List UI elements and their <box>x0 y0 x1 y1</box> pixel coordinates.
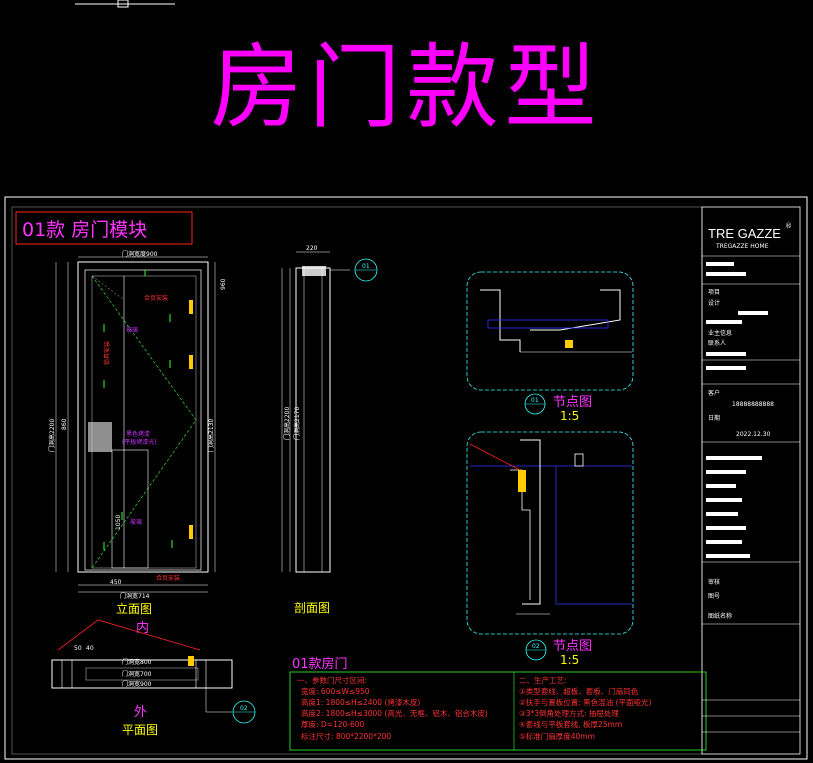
node2-scale: 1:5 <box>560 653 579 667</box>
section-callout-01: 01 <box>362 263 370 270</box>
section-top-dim: 220 <box>306 245 318 252</box>
section-caption: 剖面图 <box>294 601 330 615</box>
section-view: 220 门洞高2200 门洞高2170 01 剖面图 <box>281 245 378 615</box>
spec-right-line-3: ③3*3倒角处理方式: 抽屉处理 <box>519 708 619 718</box>
elevation-left-small: 860 <box>61 418 68 430</box>
plan-left-dim2: 40 <box>86 645 94 652</box>
plan-view: 内 门洞宽800 门洞宽700 门洞宽900 50 40 02 外 平面图 <box>51 619 256 737</box>
tb-row-5: 日期 <box>708 414 720 422</box>
plan-inside-label: 内 <box>136 620 149 636</box>
title-block-content: TRE GAZZE ® TREGAZZE HOME 项目 设计 业主信息 联系人… <box>702 222 800 733</box>
spec-left-line-1: 宽度: 600≤W≤950 <box>301 686 370 696</box>
plan-outside-label: 外 <box>134 705 147 720</box>
spec-left-line-4: 厚度: D=120-600 <box>301 719 365 729</box>
tb-row-6: 审核 <box>708 578 720 586</box>
section-height-right: 门洞高2170 <box>293 407 301 440</box>
elevation-right-height: 门洞高2130 <box>207 419 215 452</box>
elevation-hinge-top: 合页安装 <box>144 294 168 302</box>
spec-right-title: 二、生产工艺: <box>519 675 567 685</box>
spec-left-line-2: 高度1: 1800≤H≤2400 (烤漆木皮) <box>301 697 420 707</box>
elevation-bottom-left: 450 <box>110 579 122 586</box>
elevation-view: 门洞宽度900 门洞高2200 860 门洞高2130 960 1050 450… <box>48 250 227 616</box>
svg-text:®: ® <box>785 222 792 230</box>
node2-caption: 节点图 <box>553 639 592 654</box>
plan-callout-02: 02 <box>240 705 248 712</box>
elevation-glass2-label: 玻璃 <box>130 518 142 526</box>
tb-row-1: 设计 <box>708 299 720 307</box>
plan-width-1: 门洞宽800 <box>122 658 152 666</box>
brand-logo-sub: TREGAZZE HOME <box>715 243 769 250</box>
elevation-bottom-dim: 门洞宽714 <box>120 592 150 600</box>
spec-block: 01款房门 一、参数门尺寸区间: 宽度: 600≤W≤950 高度1: 1800… <box>289 656 707 751</box>
node1-caption: 节点图 <box>553 395 592 410</box>
spec-heading: 01款房门 <box>292 656 348 672</box>
section-height-left: 门洞高2200 <box>283 407 291 440</box>
node-detail-2: 02 节点图 1:5 <box>466 431 634 667</box>
tb-row-3: 联系人 <box>708 339 726 347</box>
tb-row-8: 图纸名称 <box>708 612 732 620</box>
node2-tag: 02 <box>532 643 540 650</box>
spec-left-title: 一、参数门尺寸区间: <box>297 675 367 685</box>
spec-left-line-3: 高度2: 1800≤H≤3000 (高光、无框、铝木、铝合木皮) <box>301 708 488 718</box>
spec-left-line-5: 标注尺寸: 800*2200*200 <box>301 731 391 741</box>
elevation-caption: 立面图 <box>116 601 152 616</box>
title-block <box>701 206 801 755</box>
elevation-right-small: 960 <box>220 278 227 290</box>
node1-scale: 1:5 <box>560 409 579 423</box>
elevation-lock-label: 锁具安装 <box>103 341 111 365</box>
node-detail-1: 01 节点图 1:5 <box>466 271 634 423</box>
plan-width-3: 门洞宽900 <box>122 680 152 688</box>
tb-code: 18888888888 <box>732 401 774 408</box>
elevation-panel-note: 黑色烤漆 <box>126 430 150 438</box>
sheet-frame <box>4 196 808 760</box>
tb-row-2: 业主信息 <box>708 329 732 337</box>
elevation-glass-label: 玻璃 <box>126 326 138 334</box>
spec-right-line-5: ⑤标准门扇厚度40mm <box>519 731 595 741</box>
elevation-hinge-bottom: 合页安装 <box>156 574 180 582</box>
node1-tag: 01 <box>531 397 539 404</box>
tb-date: 2022.12.30 <box>736 431 771 438</box>
plan-left-dim: 50 <box>74 645 82 652</box>
plan-caption: 平面图 <box>122 723 158 737</box>
plan-width-2: 门洞宽700 <box>122 670 152 678</box>
elevation-mid-dim: 1050 <box>115 515 122 530</box>
spec-right-line-4: ④套线与平板套线, 板厚25mm <box>519 719 622 729</box>
module-badge: 01款 房门模块 <box>22 219 147 241</box>
spec-right-line-1: ①类型套线、超板、套板、门扇同色 <box>519 686 639 696</box>
elevation-left-height: 门洞高2200 <box>48 419 56 452</box>
brand-logo: TRE GAZZE <box>708 226 781 241</box>
tb-row-0: 项目 <box>708 289 720 296</box>
tb-row-4: 客户 <box>708 389 720 397</box>
elevation-top-dim: 门洞宽度900 <box>122 250 158 258</box>
elevation-panel-note2: (平板烤漆光) <box>122 438 157 446</box>
tb-row-7: 图号 <box>708 593 720 600</box>
page-title: 房门款型 <box>210 34 603 141</box>
spec-right-line-2: ②扶手与置板位置: 黑色混油 (平面哑光) <box>519 697 651 707</box>
